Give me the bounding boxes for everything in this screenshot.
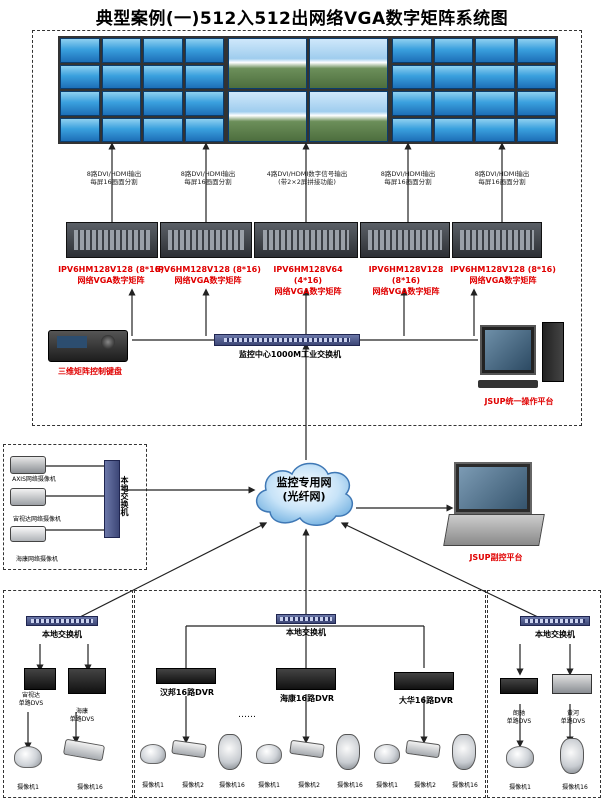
group1-dvs-2-label: 海康单路DVS xyxy=(69,708,95,723)
group3-dvs-1 xyxy=(500,678,538,694)
control-keyboard xyxy=(48,330,128,362)
cloud-label: 监控专用网(光纤网) xyxy=(276,476,332,503)
joystick-icon xyxy=(101,335,115,349)
video-wall-center xyxy=(226,36,390,144)
group3-cam-2-label: 摄像机16 xyxy=(562,784,588,791)
group1-dvs-2 xyxy=(68,668,106,694)
hik-camera-label: 海康网络摄像机 xyxy=(15,556,58,563)
monitor-center-region xyxy=(32,30,582,426)
group3-cam-1-label: 摄像机1 xyxy=(509,784,531,791)
output-label-1: 8路DVI/HDMI输出每屏16画面分割 xyxy=(86,170,142,186)
group3-switch xyxy=(520,616,590,626)
keyboard-screen xyxy=(57,336,87,348)
output-label-3: 4路DVI/HDMI数字信号输出(带2×2屏拼接功能) xyxy=(266,170,348,186)
group1-cam-2-label: 摄像机16 xyxy=(77,784,103,791)
g2-ptz-2 xyxy=(336,734,360,770)
group2-switch xyxy=(276,614,336,624)
g2-ptz-3 xyxy=(452,734,476,770)
left-local-switch-label: 本地交换机 xyxy=(120,476,129,516)
group2-switch-label: 本地交换机 xyxy=(286,628,326,637)
jsup-main-monitor xyxy=(480,325,536,375)
bottom-region-3 xyxy=(487,590,601,798)
group3-dvs-2-label: 黄河单路DVS xyxy=(560,710,586,725)
left-camera-region xyxy=(3,444,147,570)
group3-dvs-1-label: 朗驰单路DVS xyxy=(506,710,532,725)
jsup-sub-laptop-screen xyxy=(454,462,532,514)
keyboard-label: 三维矩阵控制键盘 xyxy=(58,367,122,376)
group1-switch xyxy=(26,616,98,626)
g2-cam-label-4: 摄像机1 xyxy=(258,782,280,789)
g2-cam-label-1: 摄像机1 xyxy=(142,782,164,789)
private-network-cloud xyxy=(256,462,354,526)
dvr-hanbang xyxy=(156,668,216,684)
page-title: 典型案例(一)512入512出网络VGA数字矩阵系统图 xyxy=(95,9,509,29)
output-label-5: 8路DVI/HDMI输出每屏16画面分割 xyxy=(474,170,530,186)
group3-ptz-camera xyxy=(560,738,584,774)
dvr-dahua-label: 大华16路DVR xyxy=(398,696,454,705)
core-switch-label: 监控中心1000M工业交换机 xyxy=(238,350,342,359)
matrix-server-3 xyxy=(254,222,358,258)
jsup-main-keyboard xyxy=(478,380,538,388)
matrix-server-5 xyxy=(452,222,542,258)
zsd-camera-label: 宙视达网络摄像机 xyxy=(12,516,61,523)
group3-dome-camera xyxy=(506,746,534,768)
matrix-server-2 xyxy=(160,222,252,258)
g2-cam-label-2: 摄像机2 xyxy=(182,782,204,789)
g2-cam-label-3: 摄像机16 xyxy=(219,782,245,789)
group1-dvs-1 xyxy=(24,668,56,690)
axis-camera-label: AXIS网络摄像机 xyxy=(12,476,56,483)
g2-dome-2 xyxy=(256,744,282,764)
matrix-label-2: IPV6HM128V128 (8*16)网络VGA数字矩阵 xyxy=(155,265,261,285)
dvr-hanbang-label: 汉邦16路DVR xyxy=(159,688,215,697)
group1-switch-label: 本地交换机 xyxy=(42,630,82,639)
g2-ptz-1 xyxy=(218,734,242,770)
ellipsis: …… xyxy=(238,710,256,720)
g2-cam-label-7: 摄像机1 xyxy=(376,782,398,789)
matrix-server-4 xyxy=(360,222,450,258)
core-switch xyxy=(214,334,360,346)
matrix-label-4: IPV6HM128V128 (8*16)网络VGA数字矩阵 xyxy=(368,265,444,296)
dvr-dahua xyxy=(394,672,454,690)
group1-dome-camera xyxy=(14,746,42,768)
g2-cam-label-9: 摄像机16 xyxy=(452,782,478,789)
dvr-hikvision-label: 海康16路DVR xyxy=(279,694,335,703)
output-label-4: 8路DVI/HDMI输出每屏16画面分割 xyxy=(380,170,436,186)
axis-camera xyxy=(10,456,46,474)
video-wall-right xyxy=(390,36,558,144)
matrix-label-3: IPV6HM128V64 (4*16)网络VGA数字矩阵 xyxy=(273,265,343,296)
hik-camera xyxy=(10,526,46,542)
g2-dome-1 xyxy=(140,744,166,764)
group1-dvs-1-label: 宙视达单路DVS xyxy=(18,692,44,707)
bottom-region-2 xyxy=(134,590,486,798)
g2-cam-label-6: 摄像机16 xyxy=(337,782,363,789)
jsup-sub-laptop-base xyxy=(443,514,545,546)
bottom-region-1 xyxy=(3,590,133,798)
left-local-switch xyxy=(104,460,120,538)
group3-switch-label: 本地交换机 xyxy=(535,630,575,639)
group1-cam-1-label: 摄像机1 xyxy=(17,784,39,791)
jsup-main-label: JSUP统一操作平台 xyxy=(484,397,554,406)
video-wall-left xyxy=(58,36,226,144)
g2-dome-3 xyxy=(374,744,400,764)
g2-cam-label-5: 摄像机2 xyxy=(298,782,320,789)
matrix-server-1 xyxy=(66,222,158,258)
matrix-label-5: IPV6HM128V128 (8*16)网络VGA数字矩阵 xyxy=(450,265,556,285)
zsd-camera xyxy=(10,488,46,506)
jsup-sub-label: JSUP副控平台 xyxy=(469,553,523,562)
matrix-label-1: IPV6HM128V128 (8*16)网络VGA数字矩阵 xyxy=(58,265,164,285)
group3-dvs-2 xyxy=(552,674,592,694)
g2-cam-label-8: 摄像机2 xyxy=(414,782,436,789)
dvr-hikvision xyxy=(276,668,336,690)
jsup-main-tower xyxy=(542,322,564,382)
output-label-2: 8路DVI/HDMI输出每屏16画面分割 xyxy=(180,170,236,186)
